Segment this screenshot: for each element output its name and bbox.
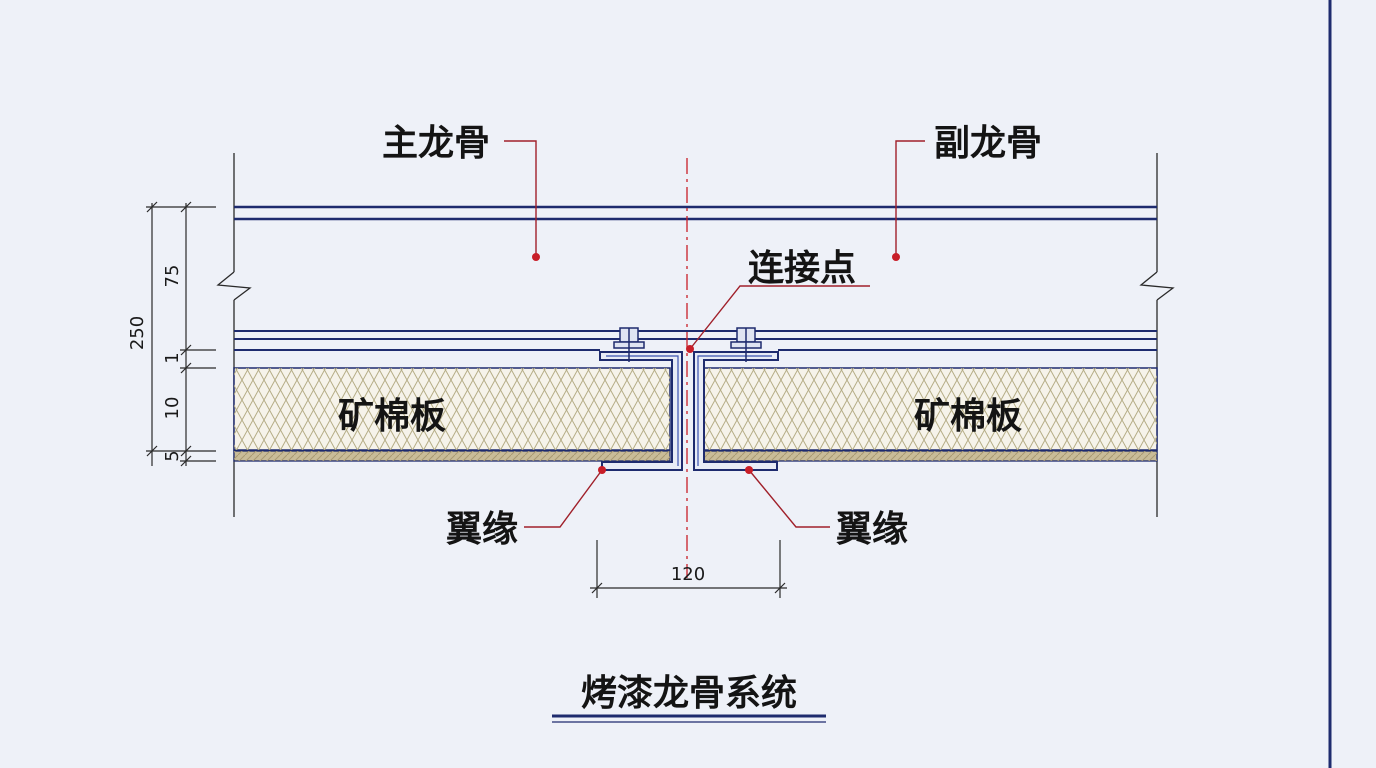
base-layer-left-hatch — [234, 451, 670, 461]
bolt-left — [613, 327, 645, 362]
width-dimension — [590, 540, 787, 598]
label-main-keel: 主龙骨 — [382, 123, 490, 164]
dim-board: 10 — [162, 397, 183, 420]
title-underline — [552, 714, 826, 723]
dim-gap: 1 — [162, 352, 183, 363]
leader-dots — [532, 253, 900, 474]
label-connection-point: 连接点 — [748, 248, 856, 289]
keel-profile-right — [693, 351, 779, 471]
mineral-board-left-pattern — [234, 368, 670, 450]
bolt-right — [730, 327, 762, 362]
label-flange-left: 翼缘 — [446, 509, 518, 550]
drawing-title: 烤漆龙骨系统 — [581, 673, 797, 714]
t-grid-layer — [234, 330, 1157, 351]
leader-lines — [504, 140, 925, 528]
label-flange-right: 翼缘 — [836, 509, 908, 550]
label-secondary-keel: 副龙骨 — [934, 123, 1042, 164]
label-mineral-board-right: 矿棉板 — [914, 396, 1022, 437]
main-keel-lines — [234, 205, 1157, 221]
dim-base: 5 — [162, 450, 183, 461]
base-layer-right-hatch — [704, 451, 1157, 461]
mineral-board-right-pattern — [704, 368, 1157, 450]
label-mineral-board-left: 矿棉板 — [338, 396, 446, 437]
vertical-dimensions — [146, 201, 216, 467]
dim-width: 120 — [671, 564, 705, 585]
dim-keel-height: 75 — [162, 265, 183, 288]
dim-total: 250 — [127, 316, 148, 350]
